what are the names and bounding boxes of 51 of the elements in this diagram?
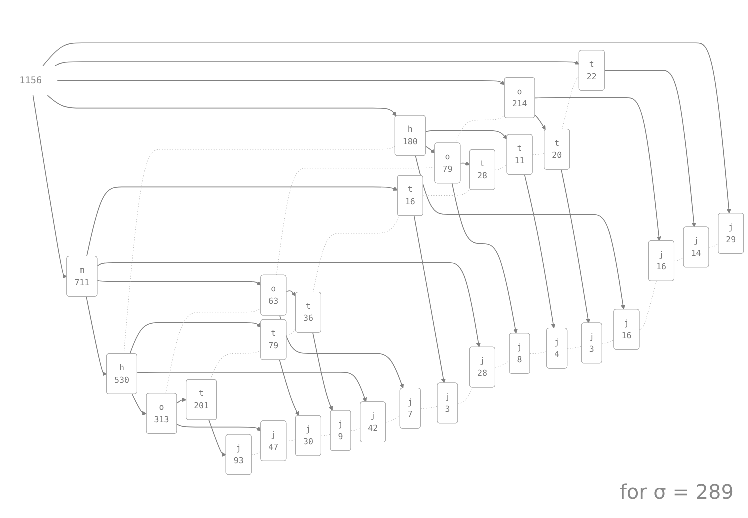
connector [567, 346, 582, 349]
threshold-note: for σ = 289 [620, 480, 734, 504]
arrow [32, 95, 68, 279]
connector [124, 146, 396, 354]
arrow [279, 360, 300, 416]
arrow [176, 398, 187, 404]
arrow [86, 186, 398, 257]
arrow [86, 296, 108, 376]
connector [602, 340, 614, 344]
arrow [97, 262, 481, 348]
arrow [460, 162, 470, 166]
arrow [561, 169, 591, 324]
arrow [312, 332, 334, 412]
arrow [57, 80, 506, 86]
connector [276, 166, 436, 276]
connector [386, 415, 401, 423]
arrow [415, 156, 626, 310]
arrow [524, 174, 556, 329]
connector [709, 244, 719, 248]
connector [286, 328, 296, 337]
arrow [47, 95, 397, 117]
arrow [604, 70, 696, 228]
arrow [137, 372, 368, 402]
connector [458, 387, 474, 404]
arrow [130, 322, 262, 354]
arrow [208, 420, 227, 458]
connector [420, 406, 438, 409]
connector [495, 164, 508, 170]
connector [351, 428, 361, 432]
connector [532, 153, 545, 156]
arrow [132, 394, 147, 416]
arrow [452, 183, 518, 334]
arrow [425, 130, 508, 140]
connector [456, 115, 506, 144]
arrow [176, 424, 262, 432]
connector [423, 188, 470, 196]
arrow [425, 146, 436, 154]
connector [312, 216, 400, 293]
node-text: 1156 [20, 75, 42, 86]
arrow [414, 216, 446, 384]
connector [252, 451, 262, 456]
arrow [280, 315, 404, 389]
connector [530, 351, 548, 354]
connector [562, 76, 580, 130]
connector [639, 281, 657, 330]
arrow [97, 280, 262, 286]
arrow [54, 60, 580, 67]
arrow [534, 114, 546, 130]
arrow [286, 290, 296, 297]
arrow [534, 98, 662, 242]
arrow [42, 42, 732, 214]
